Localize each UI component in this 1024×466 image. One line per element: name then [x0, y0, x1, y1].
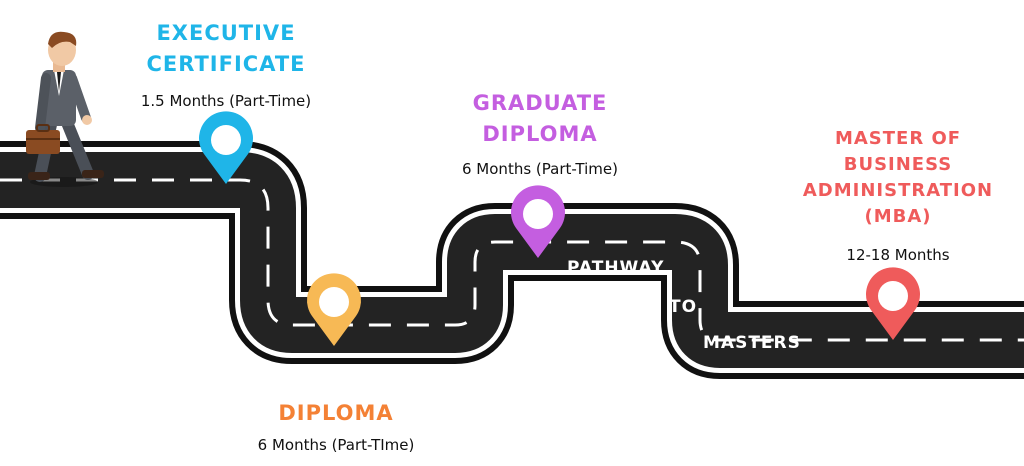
stage-duration-graduate-diploma: 6 Months (Part-Time): [462, 160, 618, 178]
stage-duration-executive-certificate: 1.5 Months (Part-Time): [140, 92, 312, 110]
pin-mba: [866, 267, 920, 340]
stage-duration-diploma: 6 Months (Part-TIme): [257, 436, 415, 454]
stage-title-executive-certificate: EXECUTIVE CERTIFICATE: [146, 21, 306, 76]
pin-diploma: [307, 273, 361, 346]
road-dashes: [0, 178, 1024, 342]
road-text-to: TO: [669, 297, 698, 317]
road-text-masters: MASTERS: [703, 333, 801, 353]
stage-title-mba: MASTER OF BUSINESS ADMINISTRATION (MBA): [802, 128, 994, 227]
road-text-pathway: PATHWAY: [567, 258, 665, 278]
stage-title-diploma: DIPLOMA: [278, 401, 394, 425]
businessman-walking-icon: [28, 31, 104, 187]
briefcase-icon: [26, 124, 60, 154]
stage-duration-mba: 12-18 Months: [846, 246, 950, 264]
pin-graduate-diploma: [511, 185, 565, 258]
pin-executive-certificate: [199, 111, 253, 185]
stage-title-graduate-diploma: GRADUATE DIPLOMA: [472, 91, 608, 146]
